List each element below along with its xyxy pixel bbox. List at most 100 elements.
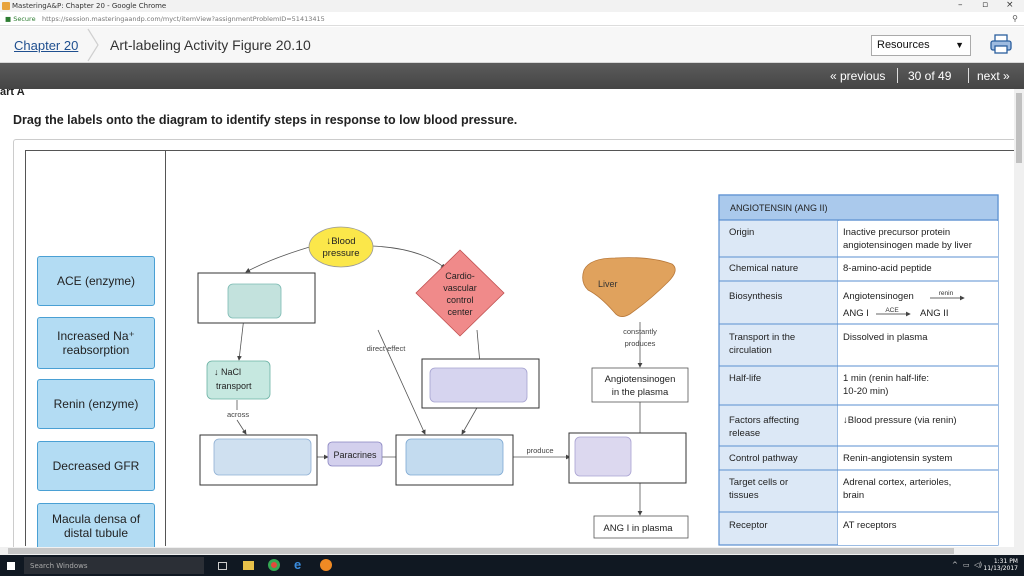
scrollbar-thumb[interactable] xyxy=(1016,93,1022,163)
table-key: Factors affecting xyxy=(729,415,799,426)
angiotensinogen-node xyxy=(591,367,689,403)
blood-pressure-node xyxy=(308,226,374,268)
table-key: Biosynthesis xyxy=(729,291,783,302)
liver-text: Liver xyxy=(598,279,618,289)
table-value: ↓Blood pressure (via renin) xyxy=(843,415,957,426)
file-explorer-icon[interactable] xyxy=(243,561,254,570)
previous-link[interactable]: « previous xyxy=(830,69,886,83)
network-icon[interactable]: ▭ xyxy=(963,561,970,569)
taskbar-clock[interactable]: 1:31 PM 11/13/2017 xyxy=(983,558,1018,572)
table-value: 1 min (renin half-life: xyxy=(843,373,929,384)
table-value: 10-20 min) xyxy=(843,386,888,397)
table-key: tissues xyxy=(729,490,759,501)
arrow-bp-to-dropzone1 xyxy=(245,245,314,273)
lock-icon: ■ xyxy=(5,15,12,23)
resources-label: Resources xyxy=(877,39,930,51)
paracrines-node xyxy=(327,441,383,467)
horizontal-scrollbar[interactable] xyxy=(0,547,1024,555)
chrome-icon[interactable] xyxy=(268,559,280,571)
minimize-icon[interactable]: – xyxy=(958,0,963,10)
next-link[interactable]: next » xyxy=(977,69,1010,83)
nav-divider xyxy=(968,68,969,83)
drop-zone-2-target[interactable] xyxy=(429,367,528,403)
produce-text: produce xyxy=(526,446,553,455)
item-position: 30 of 49 xyxy=(908,69,952,83)
table-key: Origin xyxy=(729,227,754,238)
url-text[interactable]: https://session.masteringaandp.com/myct/… xyxy=(42,15,325,23)
diagram-svg: ↓Blood pressure Cardio- vascular control… xyxy=(197,194,999,546)
drag-label-na-reabsorption[interactable]: Increased Na⁺ reabsorption xyxy=(37,317,155,369)
drag-label-renin[interactable]: Renin (enzyme) xyxy=(37,379,155,429)
table-value: Angiotensinogen xyxy=(843,291,914,302)
cvc-text: vascular xyxy=(443,283,477,293)
drag-label-decreased-gfr[interactable]: Decreased GFR xyxy=(37,441,155,491)
table-key: circulation xyxy=(729,345,772,356)
task-view-icon[interactable] xyxy=(218,562,227,570)
clock-date: 11/13/2017 xyxy=(983,565,1018,572)
close-icon[interactable]: × xyxy=(1006,0,1014,10)
address-bar[interactable]: ■ Secure https://session.masteringaandp.… xyxy=(0,12,1024,26)
blood-pressure-text: pressure xyxy=(323,248,360,259)
table-title: ANGIOTENSIN (ANG II) xyxy=(730,203,828,213)
table-value: Renin-angiotensin system xyxy=(843,453,952,464)
drop-zone-4-target[interactable] xyxy=(405,438,504,476)
table-value: angiotensinogen made by liver xyxy=(843,240,972,251)
scrollbar-thumb[interactable] xyxy=(8,548,954,554)
table-value: AT receptors xyxy=(843,520,897,531)
blood-pressure-text: ↓Blood xyxy=(326,236,355,247)
drag-label-text: Macula densa of distal tubule xyxy=(51,511,141,540)
edge-icon[interactable]: e xyxy=(294,557,302,572)
drop-zone-1-target[interactable] xyxy=(227,283,282,319)
across-text: across xyxy=(227,410,249,419)
taskbar-search-box[interactable]: Search Windows xyxy=(24,557,204,574)
chapter-breadcrumb-link[interactable]: Chapter 20 xyxy=(14,38,79,53)
table-key: Half-life xyxy=(729,373,761,384)
drag-label-ace[interactable]: ACE (enzyme) xyxy=(37,256,155,306)
drop-zone-5-target[interactable] xyxy=(574,436,632,477)
dropdown-arrow-icon: ▼ xyxy=(955,40,964,50)
angiotensinogen-text: Angiotensinogen xyxy=(605,374,676,385)
cv-control-center-node xyxy=(415,249,505,337)
nacl-text: ↓ NaCl xyxy=(214,367,241,377)
tray-chevron-icon[interactable]: ^ xyxy=(952,561,958,569)
instructions: Drag the labels onto the diagram to iden… xyxy=(13,113,518,127)
windows-start-icon[interactable] xyxy=(7,562,15,570)
table-value: Adrenal cortex, arterioles, xyxy=(843,477,951,488)
app-favicon-icon xyxy=(2,2,10,10)
resources-dropdown[interactable]: Resources ▼ xyxy=(871,35,971,56)
arrow-dropzone-to-drop xyxy=(461,405,479,435)
activity-title: Art-labeling Activity Figure 20.10 xyxy=(110,37,311,53)
renin-small-text: renin xyxy=(939,290,954,297)
drop-zone-3-target[interactable] xyxy=(213,438,312,476)
cvc-text: center xyxy=(447,307,472,317)
table-key: release xyxy=(729,428,760,439)
drag-label-text: Decreased GFR xyxy=(52,459,140,473)
table-key: Receptor xyxy=(729,520,768,531)
paracrines-text: Paracrines xyxy=(333,450,377,460)
drag-label-macula-densa[interactable]: Macula densa of distal tubule xyxy=(37,503,155,547)
drag-label-text: Renin (enzyme) xyxy=(53,397,139,411)
windows-taskbar: Search Windows e ^ ▭ ◁) 1:31 PM 11/13/20… xyxy=(0,555,1024,576)
table-key: Chemical nature xyxy=(729,263,798,274)
maximize-icon[interactable]: ▫ xyxy=(982,0,989,10)
produces-text: produces xyxy=(625,339,656,348)
angiotensin-table xyxy=(718,194,999,546)
table-value: Dissolved in plasma xyxy=(843,332,928,343)
item-navigation-bar: « previous 30 of 49 next » xyxy=(0,63,1024,89)
arrow-cvc-to-dropzone xyxy=(476,329,483,365)
firefox-icon[interactable] xyxy=(320,559,332,571)
arrow-across-to-drop xyxy=(236,419,247,435)
vertical-scrollbar[interactable] xyxy=(1014,89,1024,547)
drag-label-text: Increased Na⁺ reabsorption xyxy=(57,329,135,357)
browser-title-bar: MasteringA&P: Chapter 20 - Google Chrome… xyxy=(0,0,1024,12)
volume-icon[interactable]: ◁) xyxy=(974,561,983,569)
labeling-area xyxy=(25,150,1017,546)
zoom-magnifier-icon[interactable]: ⚲ xyxy=(1012,14,1018,23)
angiotensinogen-text: in the plasma xyxy=(612,387,669,398)
arrow-direct-effect xyxy=(377,329,426,435)
ace-small-text: ACE xyxy=(885,307,899,314)
cvc-text: control xyxy=(446,295,473,305)
liver-icon xyxy=(582,257,676,317)
table-value: ANG I xyxy=(843,308,869,319)
print-icon[interactable] xyxy=(990,34,1012,54)
